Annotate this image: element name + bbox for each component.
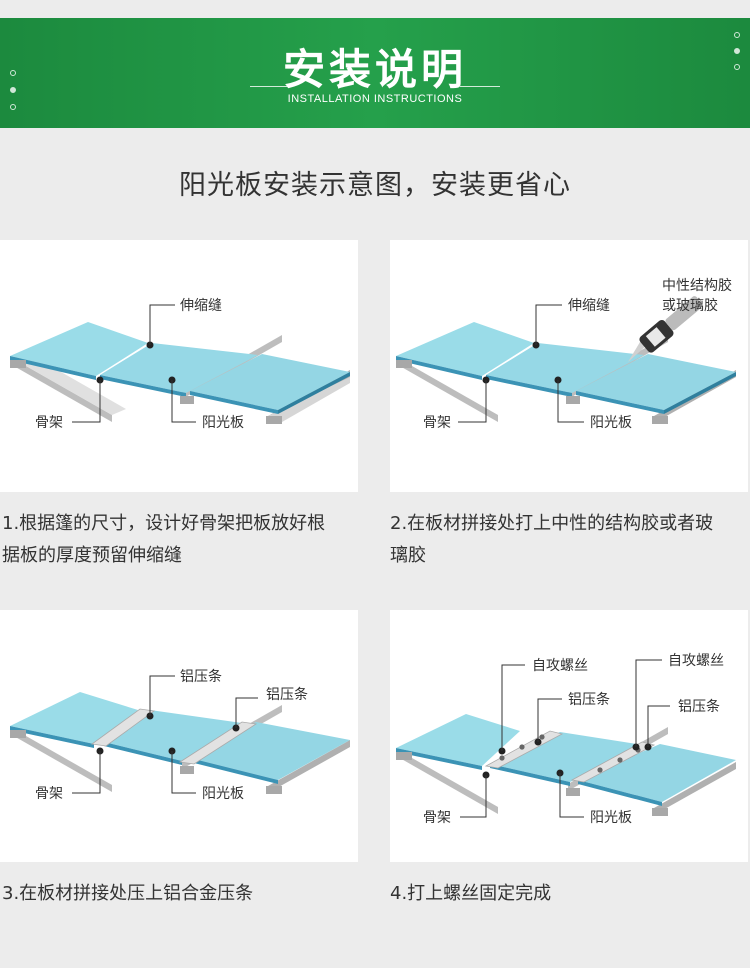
decor-dot bbox=[734, 64, 740, 70]
step-2-caption: 2.在板材拼接处打上中性的结构胶或者玻璃胶 bbox=[390, 513, 714, 566]
step-2-illustration: 伸缩缝 中性结构胶 或玻璃胶 骨架 阳光板 bbox=[396, 277, 736, 431]
label-frame: 骨架 bbox=[35, 415, 63, 431]
step-3-diagram: 铝压条 铝压条 骨架 阳光板 bbox=[0, 610, 358, 862]
step-2-diagram: 伸缩缝 中性结构胶 或玻璃胶 骨架 阳光板 bbox=[390, 240, 748, 492]
step-3-illustration: 铝压条 铝压条 骨架 阳光板 bbox=[10, 668, 350, 802]
decor-dot bbox=[10, 104, 16, 110]
label-screw-b: 自攻螺丝 bbox=[668, 653, 724, 669]
section-heading: 阳光板安装示意图，安装更省心 bbox=[179, 170, 571, 201]
step-1-illustration: 伸缩缝 骨架 阳光板 bbox=[10, 298, 350, 431]
step-1-diagram: 伸缩缝 骨架 阳光板 bbox=[0, 240, 358, 492]
label-sheet: 阳光板 bbox=[202, 415, 244, 431]
step-4-illustration: 自攻螺丝 铝压条 自攻螺丝 铝压条 骨架 阳光板 bbox=[396, 653, 736, 826]
label-joint: 伸缩缝 bbox=[568, 298, 610, 314]
label-sheet: 阳光板 bbox=[590, 415, 632, 431]
label-strip-a: 铝压条 bbox=[568, 691, 610, 708]
decor-dot bbox=[10, 87, 16, 93]
decor-dot bbox=[734, 32, 740, 38]
header-banner: 安装说明 INSTALLATION INSTRUCTIONS bbox=[0, 18, 750, 128]
label-glue-line2: 或玻璃胶 bbox=[662, 297, 718, 314]
label-frame: 骨架 bbox=[35, 786, 63, 802]
label-strip-b: 铝压条 bbox=[266, 686, 308, 703]
label-joint: 伸缩缝 bbox=[180, 298, 222, 314]
decor-dot bbox=[734, 48, 740, 54]
step-1-caption: 1.根据篷的尺寸，设计好骨架把板放好根据板的厚度预留伸缩缝 bbox=[2, 513, 326, 566]
label-sheet: 阳光板 bbox=[202, 786, 244, 802]
banner-title: 安装说明 bbox=[282, 45, 467, 94]
label-strip-a: 铝压条 bbox=[180, 668, 222, 685]
label-glue-line1: 中性结构胶 bbox=[662, 277, 732, 294]
label-screw-a: 自攻螺丝 bbox=[532, 658, 588, 674]
banner-divider-left bbox=[250, 86, 290, 87]
banner-divider-right bbox=[460, 86, 500, 87]
decor-dot bbox=[10, 70, 16, 76]
step-4-caption: 4.打上螺丝固定完成 bbox=[390, 883, 552, 904]
label-frame: 骨架 bbox=[423, 810, 451, 826]
label-frame: 骨架 bbox=[423, 415, 451, 431]
step-3-caption: 3.在板材拼接处压上铝合金压条 bbox=[2, 883, 254, 904]
label-strip-b: 铝压条 bbox=[678, 698, 720, 715]
banner-subtitle: INSTALLATION INSTRUCTIONS bbox=[287, 93, 463, 105]
label-sheet: 阳光板 bbox=[590, 810, 632, 826]
step-4-diagram: 自攻螺丝 铝压条 自攻螺丝 铝压条 骨架 阳光板 bbox=[390, 610, 748, 862]
